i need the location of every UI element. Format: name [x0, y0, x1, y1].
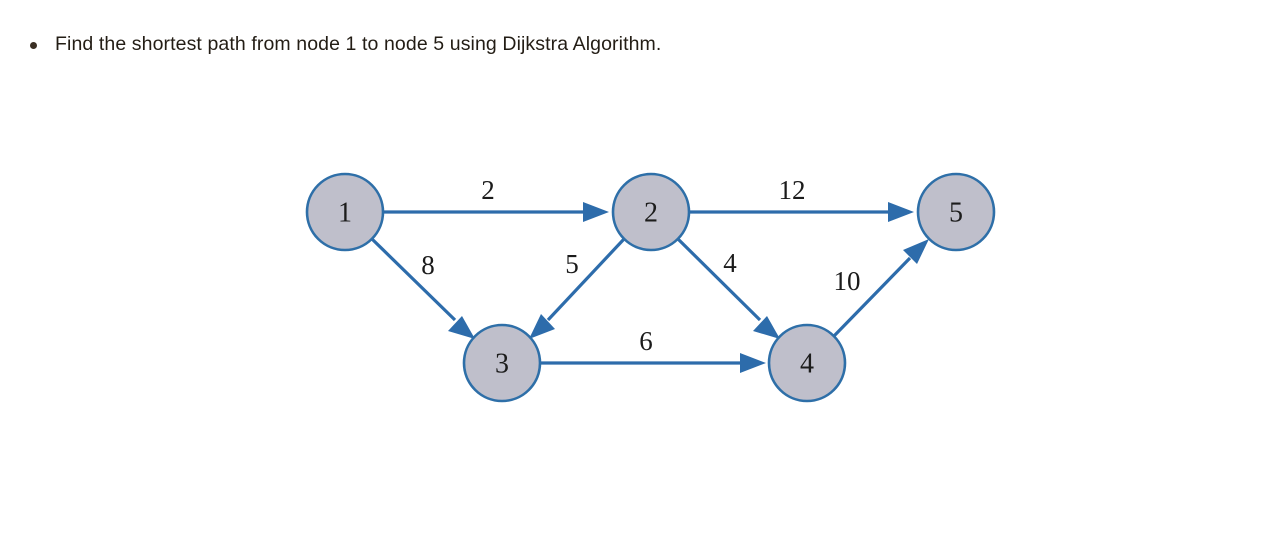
question-prompt: Find the shortest path from node 1 to no… [30, 31, 661, 57]
edge-weight-3-4: 6 [639, 326, 653, 356]
edge-2-to-5 [689, 202, 914, 222]
graph-node-4[interactable]: 4 [767, 323, 847, 403]
edge-line-2-4 [676, 237, 762, 322]
graph-node-3[interactable]: 3 [462, 323, 542, 403]
edge-weight-4-5: 10 [834, 266, 861, 296]
edge-2-to-4 [676, 237, 780, 339]
arrowhead-2-5 [888, 202, 914, 222]
node-label-3: 3 [495, 349, 509, 380]
edge-weight-1-3: 8 [421, 250, 435, 280]
edge-1-to-3 [370, 237, 475, 339]
arrowhead-1-2 [583, 202, 609, 222]
edge-weight-2-3: 5 [565, 249, 579, 279]
arrowhead-2-3 [529, 314, 555, 339]
edge-1-to-2 [383, 202, 609, 222]
edge-weight-1-2: 2 [481, 175, 495, 205]
node-circle-1[interactable] [305, 172, 385, 252]
arrowhead-4-5 [903, 239, 929, 264]
graph-node-5[interactable]: 5 [916, 172, 996, 252]
edge-line-4-5 [832, 256, 912, 338]
arrowhead-3-4 [740, 353, 766, 373]
graph-node-2[interactable]: 2 [611, 172, 691, 252]
edge-line-1-3 [370, 237, 457, 322]
node-label-5: 5 [949, 198, 963, 229]
edge-weight-2-4: 4 [723, 248, 737, 278]
node-circle-2[interactable] [611, 172, 691, 252]
edge-weight-2-5: 12 [779, 175, 806, 205]
edge-2-to-3 [529, 237, 626, 339]
edge-4-to-5 [832, 239, 929, 338]
edge-3-to-4 [540, 353, 766, 373]
node-label-2: 2 [644, 198, 658, 229]
node-circle-5[interactable] [916, 172, 996, 252]
node-label-4: 4 [800, 349, 814, 380]
node-circle-3[interactable] [462, 323, 542, 403]
node-label-1: 1 [338, 198, 352, 229]
arrowhead-2-4 [753, 316, 780, 339]
bullet-icon [30, 42, 37, 49]
graph-node-1[interactable]: 1 [305, 172, 385, 252]
edge-line-2-3 [546, 237, 626, 322]
question-text: Find the shortest path from node 1 to no… [55, 33, 662, 55]
node-circle-4[interactable] [767, 323, 847, 403]
arrowhead-1-3 [448, 316, 475, 339]
